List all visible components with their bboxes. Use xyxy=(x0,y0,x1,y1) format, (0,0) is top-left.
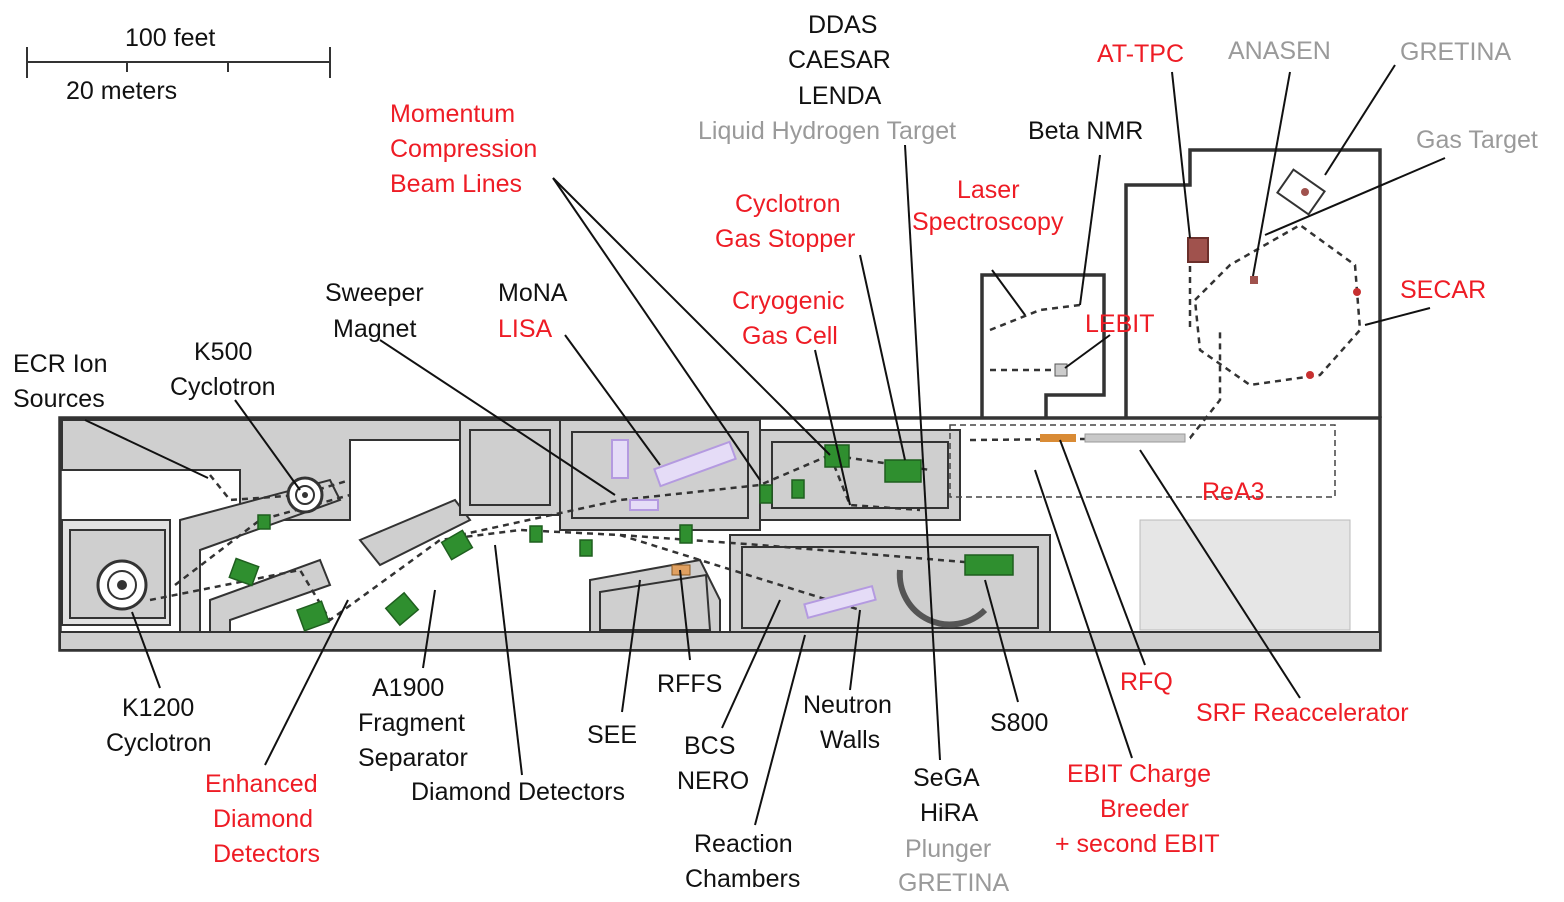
label-neutron-1: Neutron xyxy=(803,691,892,719)
label-rffs: RFFS xyxy=(657,670,722,698)
scale-feet: 100 feet xyxy=(125,24,215,52)
label-lenda: LENDA xyxy=(798,82,882,110)
label-sweeper-2: Magnet xyxy=(333,315,416,343)
label-at-tpc: AT-TPC xyxy=(1097,40,1184,68)
label-enhanced-3: Detectors xyxy=(213,840,320,868)
label-secar: SECAR xyxy=(1400,276,1486,304)
label-laser-1: Laser xyxy=(957,176,1020,204)
label-s800: S800 xyxy=(990,709,1048,737)
label-neutron-2: Walls xyxy=(820,726,880,754)
scale-meters: 20 meters xyxy=(66,77,177,105)
label-gas-target: Gas Target xyxy=(1416,126,1538,154)
label-laser-2: Spectroscopy xyxy=(912,208,1064,236)
label-lebit: LEBIT xyxy=(1085,310,1154,338)
label-caesar: CAESAR xyxy=(788,46,891,74)
label-ebit-3: + second EBIT xyxy=(1055,830,1220,858)
label-plunger: Plunger xyxy=(905,835,991,863)
label-bcs: BCS xyxy=(684,732,735,760)
label-k500-2: Cyclotron xyxy=(170,373,276,401)
label-hira: HiRA xyxy=(920,799,979,827)
label-enhanced-1: Enhanced xyxy=(205,770,318,798)
label-see: SEE xyxy=(587,721,637,749)
label-anasen: ANASEN xyxy=(1228,37,1331,65)
mona-lisa-detectors xyxy=(611,439,877,620)
label-enhanced-2: Diamond xyxy=(213,805,313,833)
label-ecr-1: ECR Ion xyxy=(13,350,107,378)
label-sega: SeGA xyxy=(913,764,980,792)
label-a1900-2: Fragment xyxy=(358,709,465,737)
label-ebit-2: Breeder xyxy=(1100,795,1189,823)
label-cyclotron-gas-1: Cyclotron xyxy=(735,190,841,218)
label-diamond-detectors: Diamond Detectors xyxy=(411,778,625,806)
label-ecr-2: Sources xyxy=(13,385,105,413)
label-nero: NERO xyxy=(677,767,749,795)
k1200-cyclotron-symbol xyxy=(96,559,148,611)
label-reaction-2: Chambers xyxy=(685,865,800,893)
label-k500-1: K500 xyxy=(194,338,252,366)
label-rfq: RFQ xyxy=(1120,668,1173,696)
label-gretina-bottom: GRETINA xyxy=(898,869,1009,897)
pointer-lines xyxy=(84,64,1446,826)
label-srf-reaccelerator: SRF Reaccelerator xyxy=(1196,699,1409,727)
label-a1900-3: Separator xyxy=(358,744,468,772)
label-cyclotron-gas-2: Gas Stopper xyxy=(715,225,855,253)
label-a1900-1: A1900 xyxy=(372,674,444,702)
label-mona: MoNA xyxy=(498,279,568,307)
label-ddas: DDAS xyxy=(808,11,877,39)
bottom-labels: K1200 Cyclotron A1900 Fragment Separator… xyxy=(106,668,1409,897)
label-rea3: ReA3 xyxy=(1202,478,1265,506)
label-momentum-3: Beam Lines xyxy=(390,170,522,198)
label-cryogenic-1: Cryogenic xyxy=(732,287,845,315)
label-liquid-hydrogen-target: Liquid Hydrogen Target xyxy=(698,117,956,145)
scale-bar: 100 feet 20 meters xyxy=(26,24,331,105)
label-cryogenic-2: Gas Cell xyxy=(742,322,838,350)
label-sweeper-1: Sweeper xyxy=(325,279,424,307)
label-momentum-1: Momentum xyxy=(390,100,515,128)
top-labels: DDAS CAESAR LENDA Liquid Hydrogen Target… xyxy=(13,11,1538,506)
label-k1200-1: K1200 xyxy=(122,694,194,722)
k500-cyclotron-symbol xyxy=(286,476,324,514)
label-reaction-1: Reaction xyxy=(694,830,793,858)
label-k1200-2: Cyclotron xyxy=(106,729,212,757)
label-lisa: LISA xyxy=(498,315,553,343)
label-momentum-2: Compression xyxy=(390,135,537,163)
label-beta-nmr: Beta NMR xyxy=(1028,117,1143,145)
label-gretina-top: GRETINA xyxy=(1400,38,1511,66)
s800-spectrograph xyxy=(896,569,988,628)
label-ebit-1: EBIT Charge xyxy=(1067,760,1211,788)
